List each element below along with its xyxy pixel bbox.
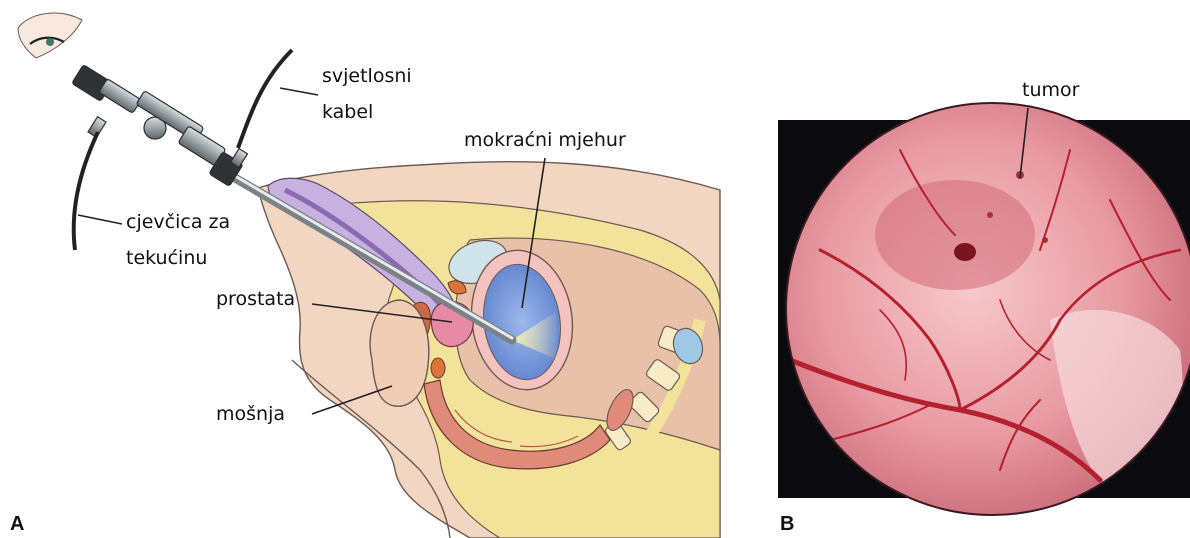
leader-tube	[78, 215, 122, 224]
tumor-spot-2	[987, 212, 993, 218]
label-prostate: prostata	[216, 288, 295, 310]
label-tube-2: tekućinu	[126, 247, 207, 269]
fluid-tube	[74, 132, 98, 250]
anatomy-illustration	[18, 13, 720, 538]
panel-letter-b: B	[780, 513, 794, 535]
endoscopic-photo	[778, 103, 1190, 515]
cystoscope-body	[72, 65, 248, 187]
panel-letter-a: A	[10, 513, 24, 535]
label-tube-1: cjevčica za	[126, 211, 230, 233]
label-light-cable-1: svjetlosni	[322, 65, 412, 87]
light-cable	[238, 50, 292, 148]
label-tumor: tumor	[1022, 79, 1080, 101]
label-scrotum: mošnja	[216, 403, 285, 425]
seminal-vesicle	[431, 358, 445, 378]
label-light-cable-2: kabel	[322, 101, 373, 123]
observer-eye	[18, 13, 82, 58]
label-bladder: mokraćni mjehur	[464, 129, 626, 151]
leader-light-cable	[280, 88, 318, 95]
tumor-core	[954, 243, 976, 261]
